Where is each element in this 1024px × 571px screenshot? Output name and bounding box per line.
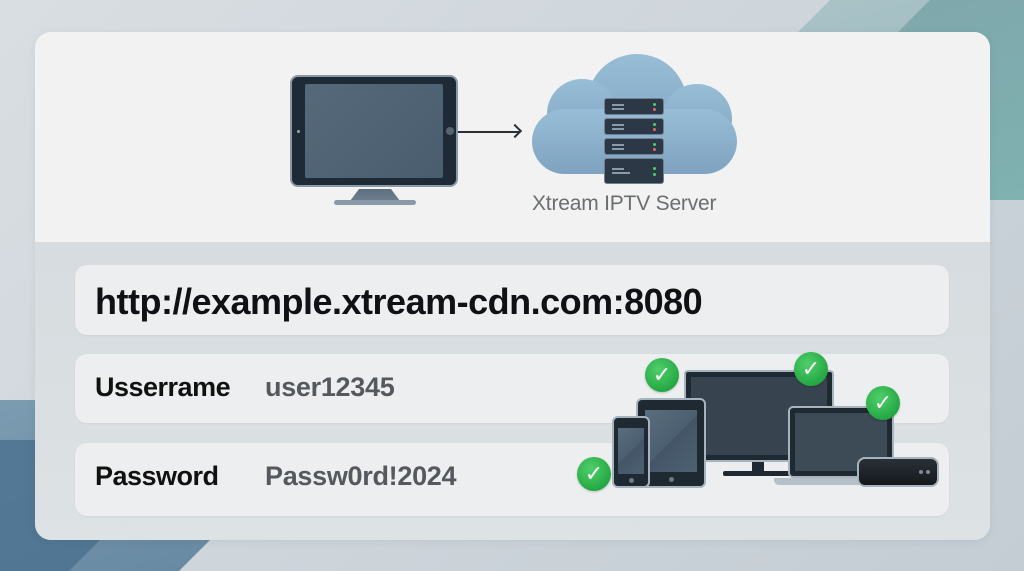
smartphone-icon <box>612 416 650 488</box>
laptop-base <box>774 478 906 485</box>
monitor-screen <box>305 84 443 178</box>
tv-base <box>723 471 793 476</box>
check-icon: ✓ <box>577 457 611 491</box>
server-url-field[interactable]: http://example.xtream-cdn.com:8080 <box>75 265 949 335</box>
password-field[interactable]: Password Passw0rd!2024 <box>75 443 949 516</box>
check-icon: ✓ <box>794 352 828 386</box>
laptop-icon <box>788 406 894 478</box>
set-top-box-icon <box>857 457 939 487</box>
check-icon: ✓ <box>866 386 900 420</box>
server-url-value: http://example.xtream-cdn.com:8080 <box>95 281 703 322</box>
diagram-panel <box>35 32 990 242</box>
monitor-stand <box>350 189 400 201</box>
password-value: Passw0rd!2024 <box>265 461 457 491</box>
camera-dot <box>297 130 300 133</box>
username-label: Usserrame <box>95 372 231 402</box>
username-value: user12345 <box>265 372 395 402</box>
monitor-base <box>334 200 416 205</box>
monitor-icon <box>290 75 458 187</box>
arrow-right-icon <box>458 131 520 133</box>
tv-stand <box>752 462 764 472</box>
monitor-button <box>446 127 454 135</box>
password-label: Password <box>95 461 219 491</box>
check-icon: ✓ <box>645 358 679 392</box>
server-label: Xtream IPTV Server <box>532 192 717 215</box>
server-rack-icon <box>604 98 664 187</box>
